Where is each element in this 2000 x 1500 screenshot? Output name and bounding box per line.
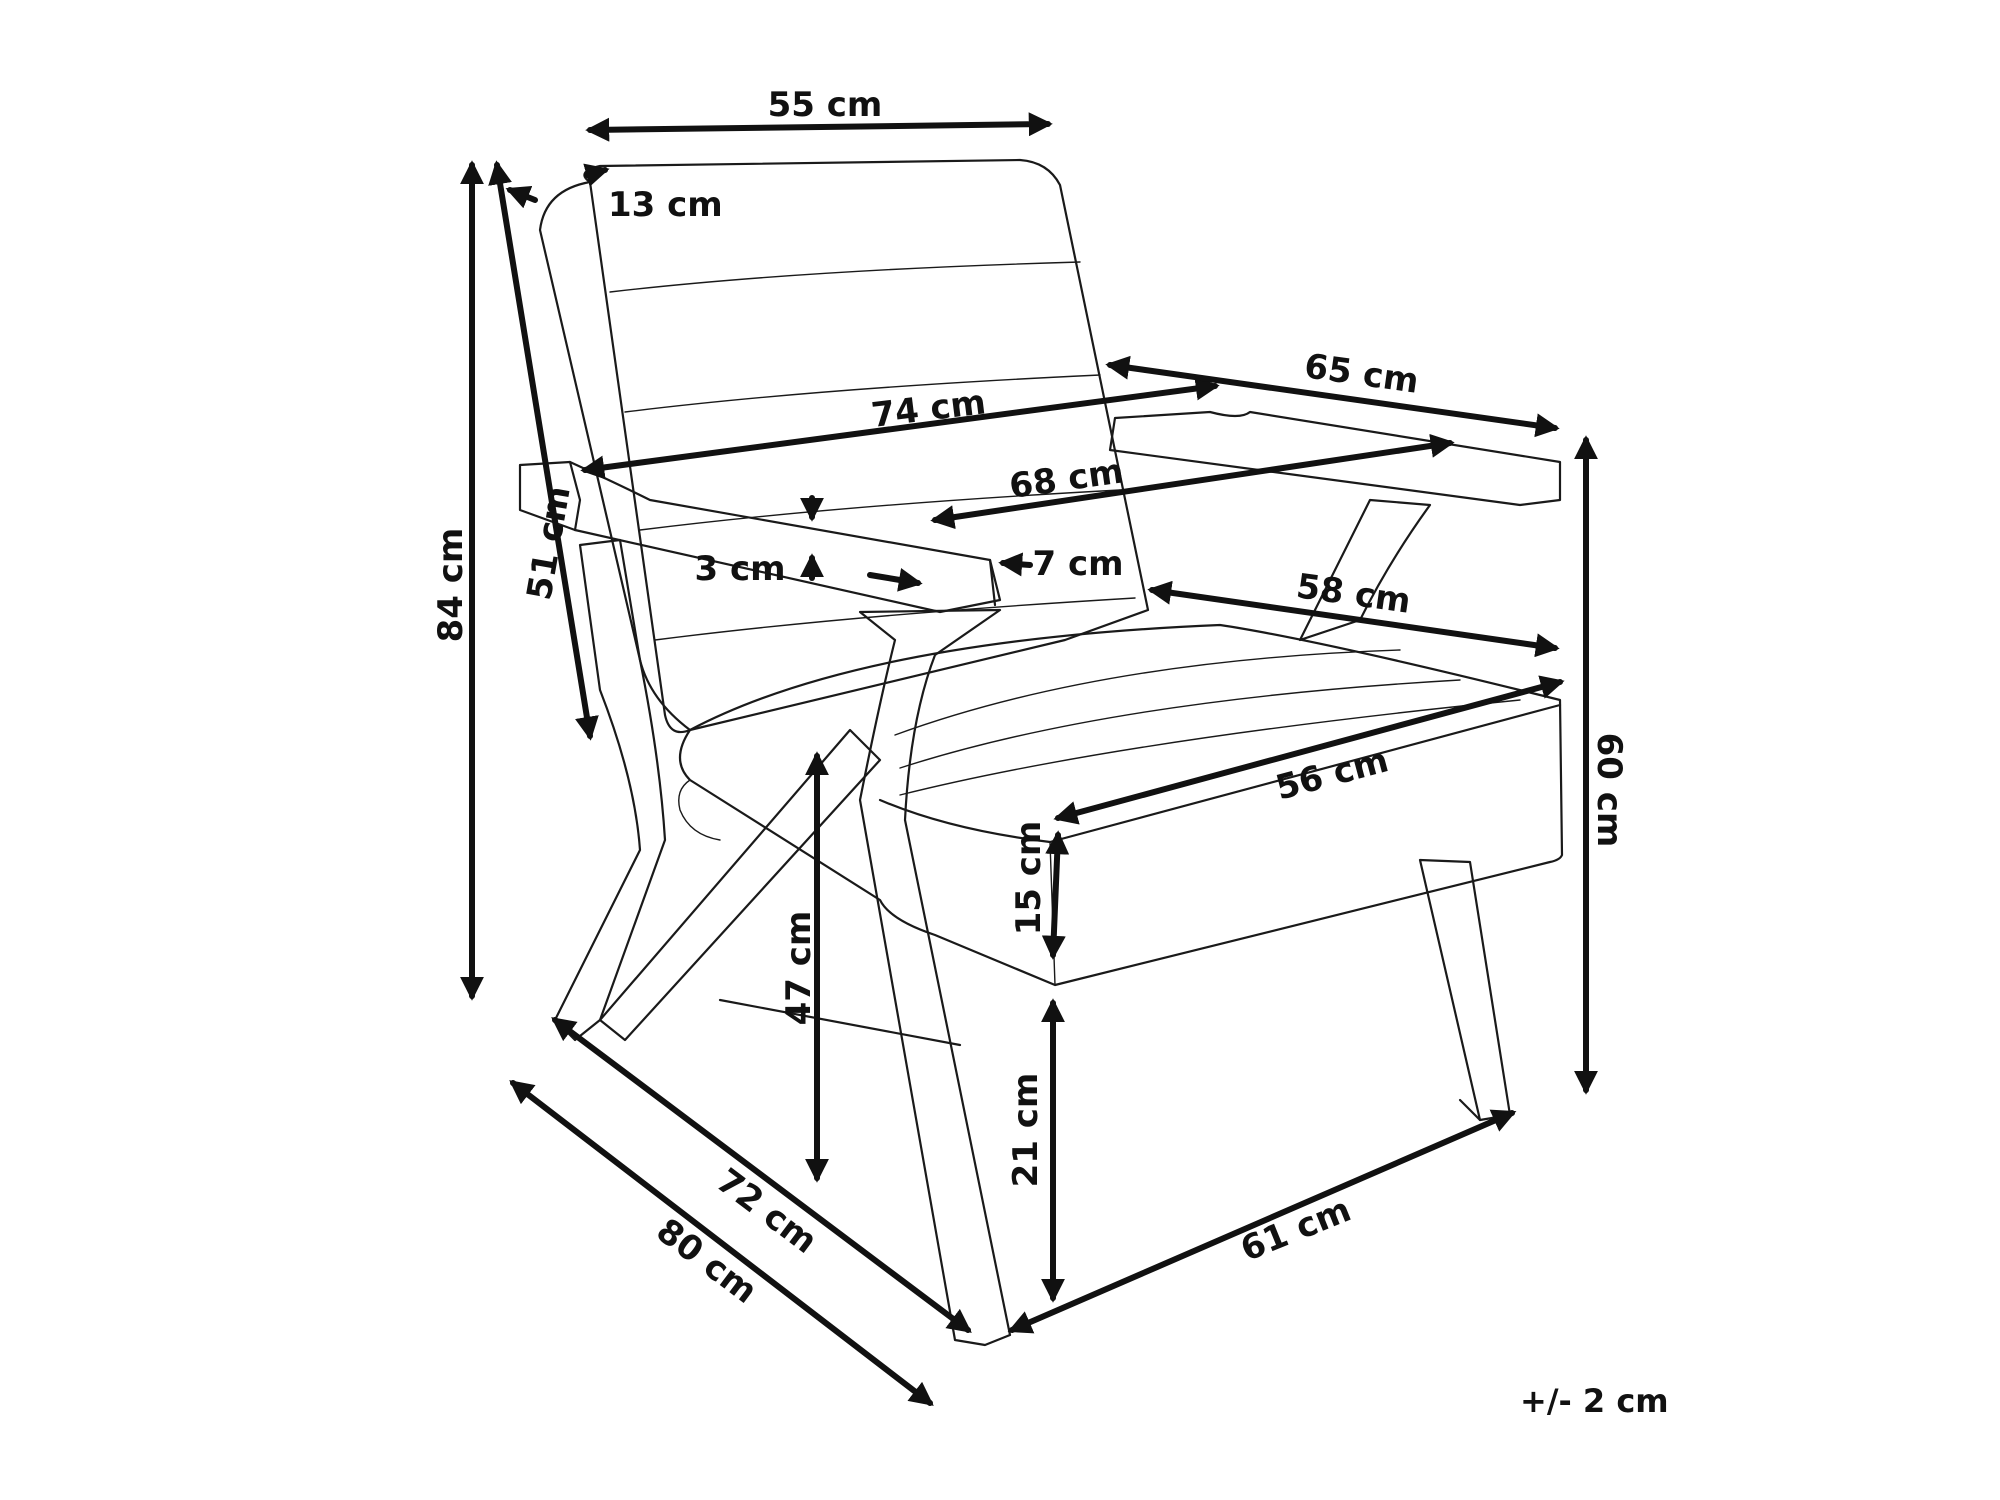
left-armrest	[518, 460, 1002, 614]
label-cushion-height: 15 cm	[1009, 821, 1049, 936]
seat-cushion	[678, 623, 1564, 987]
label-seat-width: 56 cm	[1272, 740, 1393, 808]
backrest	[583, 158, 1150, 734]
label-total-width: 61 cm	[1235, 1190, 1356, 1270]
label-under-seat: 21 cm	[1006, 1073, 1046, 1188]
label-total-height: 84 cm	[431, 528, 471, 643]
tolerance-note: +/- 2 cm	[1520, 1382, 1669, 1420]
dimension-labels: 55 cm 13 cm 84 cm 51 cm 74 cm 65 cm 68 c…	[431, 85, 1669, 1420]
label-armrest-width: 7 cm	[1032, 544, 1123, 584]
label-between-arms: 68 cm	[1007, 451, 1126, 507]
label-arm-height: 47 cm	[779, 911, 819, 1026]
label-armrest-height-3: 3 cm	[694, 549, 785, 589]
dimension-lines	[460, 112, 1598, 1406]
label-seat-height: 60 cm	[1589, 733, 1629, 848]
label-back-height: 51 cm	[520, 483, 579, 603]
label-back-width: 55 cm	[768, 85, 883, 125]
label-depth-74: 74 cm	[869, 382, 988, 436]
label-back-thickness: 13 cm	[608, 185, 723, 225]
